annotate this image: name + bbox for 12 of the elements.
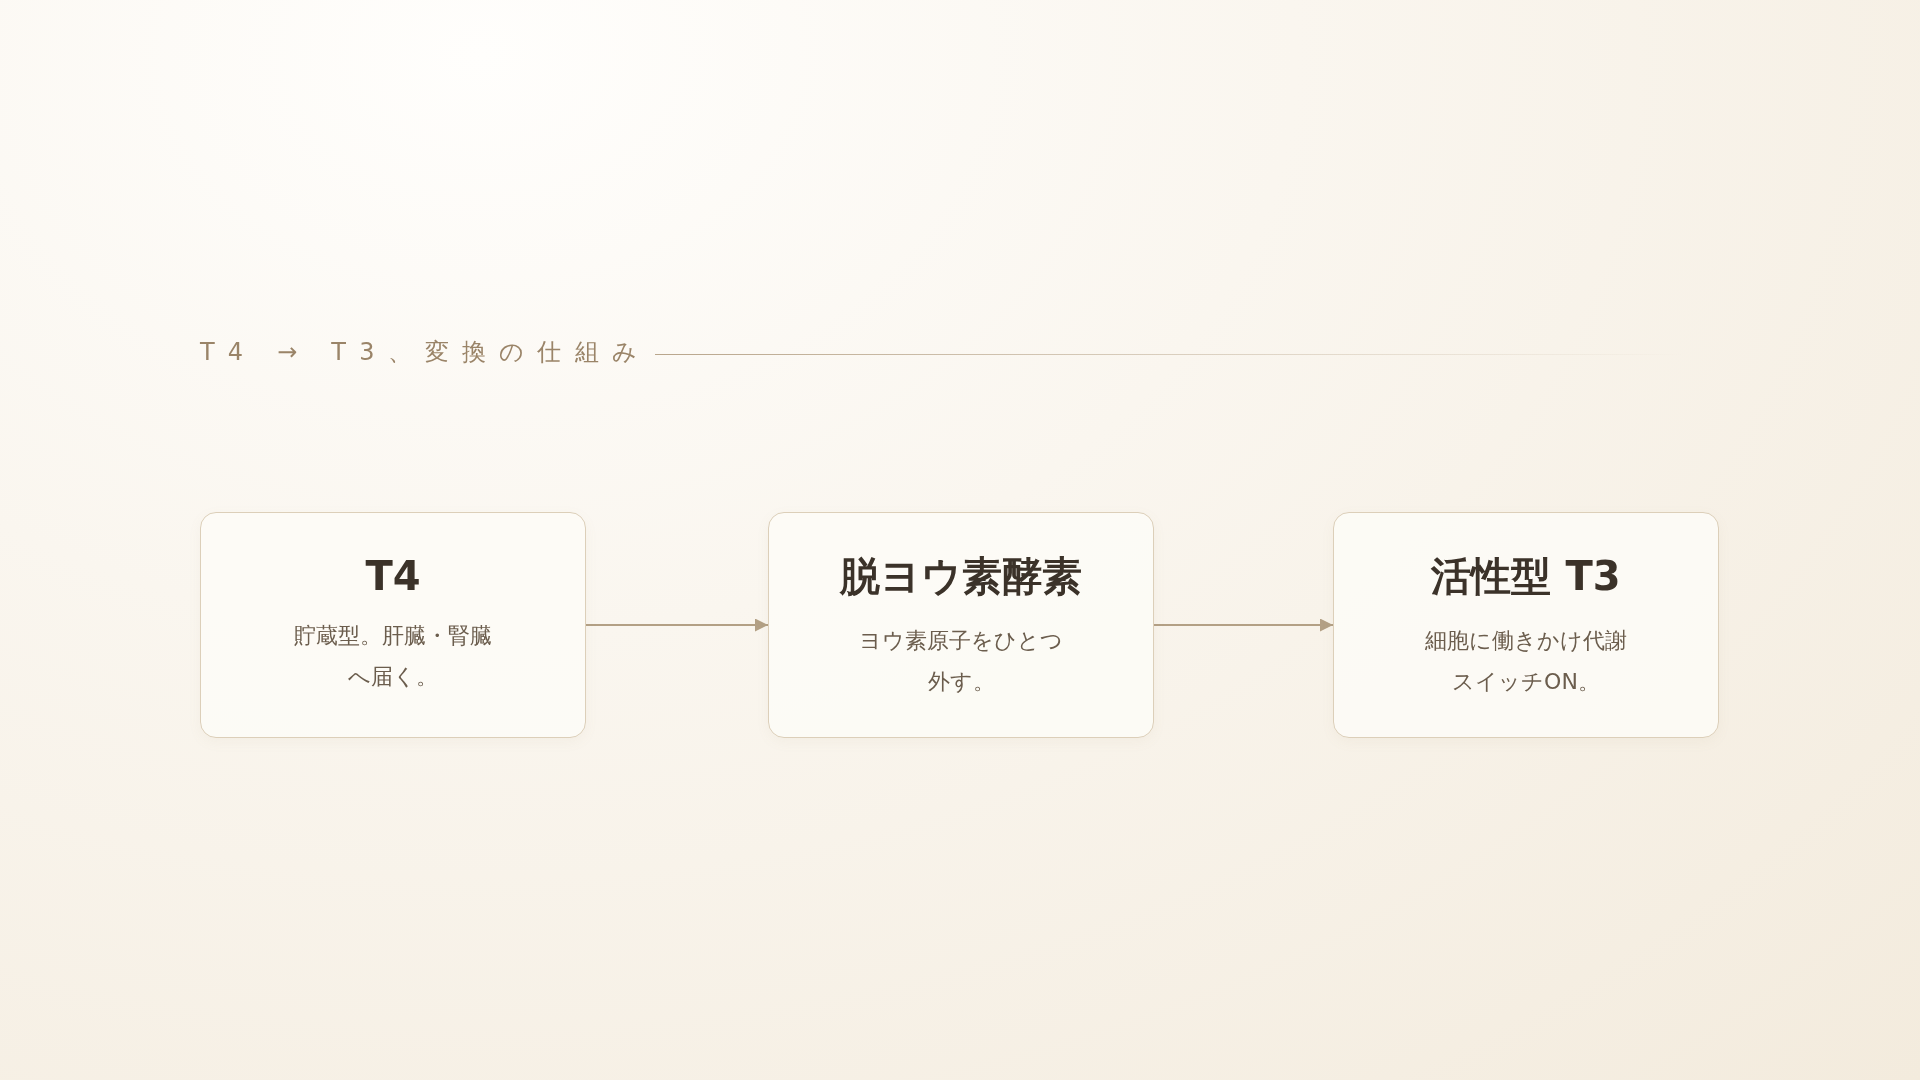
process-card (768, 512, 1154, 738)
arrow (1153, 618, 1334, 632)
process-card (200, 512, 586, 738)
card-title: T4 (365, 553, 421, 599)
card-description: 細胞に働きかけ代謝スイッチON。 (1424, 626, 1628, 696)
section-heading: T4 → T3、変換の仕組み (200, 337, 651, 368)
card-description: ヨウ素原子をひとつ外す。 (858, 626, 1064, 696)
card-title: 脱ヨウ素酵素 (840, 551, 1082, 601)
card-description: 貯蔵型。肝臓・腎臓へ届く。 (293, 622, 493, 691)
arrow (585, 618, 769, 632)
process-card (1333, 512, 1719, 738)
card-title: 活性型 T3 (1431, 551, 1621, 601)
